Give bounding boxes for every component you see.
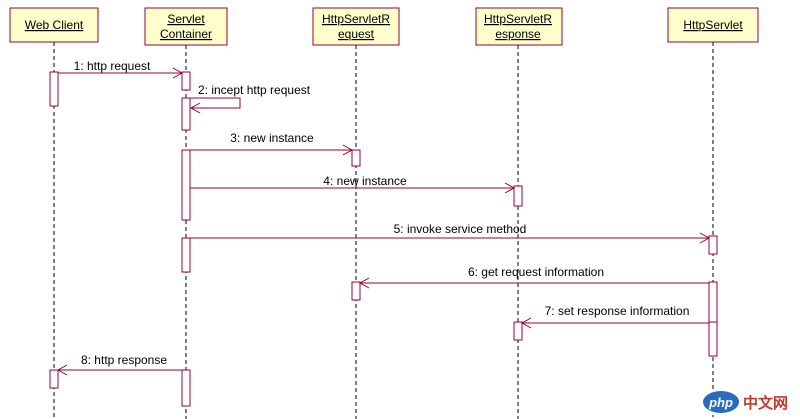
message-arrowhead-6 xyxy=(358,277,370,289)
activation-bar-http-servlet xyxy=(708,321,718,357)
message-label-8: 8: http response xyxy=(81,353,167,367)
participant-label-http-servlet-response: HttpServletR xyxy=(484,12,552,26)
activations xyxy=(49,71,718,407)
message-3: 3: new instance xyxy=(190,131,354,156)
participant-box-http-servlet xyxy=(667,7,759,43)
message-7: 7: set response information xyxy=(520,304,709,329)
activation-bar-http-servlet-response xyxy=(513,321,523,341)
activation-bar-servlet-container xyxy=(181,149,191,221)
activation-bar-http-servlet-request xyxy=(351,281,361,301)
message-arrowhead-5 xyxy=(699,232,711,244)
activation-bar-http-servlet xyxy=(708,235,718,255)
watermark: php 中文网 xyxy=(698,389,792,415)
participant-label-http-servlet-request: equest xyxy=(338,27,375,41)
message-label-2: 2: incept http request xyxy=(198,83,311,97)
message-label-7: 7: set response information xyxy=(545,304,690,318)
message-label-5: 5: invoke service method xyxy=(394,222,527,236)
participant-label-http-servlet-request: HttpServletR xyxy=(322,12,390,26)
message-8: 8: http response xyxy=(56,353,182,376)
activation-bar-servlet-container xyxy=(181,97,191,131)
activation-bar-http-servlet-response xyxy=(513,185,523,207)
message-5: 5: invoke service method xyxy=(190,222,711,244)
message-4: 4: new instance xyxy=(190,174,516,194)
participant-box-http-servlet-response xyxy=(475,7,563,46)
activation-bar-http-servlet xyxy=(708,281,718,323)
participant-label-servlet-container: Container xyxy=(160,27,212,41)
message-arrowhead-2 xyxy=(189,102,201,114)
activation-bar-servlet-container xyxy=(181,71,191,91)
message-label-3: 3: new instance xyxy=(230,131,314,145)
activation-bar-servlet-container xyxy=(181,237,191,273)
participant-label-web-client: Web Client xyxy=(25,18,84,32)
participant-box-web-client xyxy=(9,7,99,43)
participant-label-http-servlet-response: esponse xyxy=(495,27,541,41)
message-label-1: 1: http request xyxy=(74,59,151,73)
message-arrowhead-8 xyxy=(56,364,68,376)
message-label-4: 4: new instance xyxy=(323,174,407,188)
activation-bar-servlet-container xyxy=(181,369,191,407)
activation-bar-web-client xyxy=(49,71,59,107)
watermark-site-text: 中文网 xyxy=(742,393,788,412)
message-arrowhead-7 xyxy=(520,317,532,329)
message-arrowhead-4 xyxy=(504,182,516,194)
message-arrowhead-1 xyxy=(172,67,184,79)
participant-label-http-servlet: HttpServlet xyxy=(683,18,743,32)
participant-label-servlet-container: Servlet xyxy=(167,12,205,26)
activation-bar-http-servlet-request xyxy=(351,149,361,167)
participant-box-servlet-container xyxy=(144,7,228,46)
message-1: 1: http request xyxy=(58,59,184,79)
message-line-2 xyxy=(190,97,241,109)
php-logo-icon: php xyxy=(702,391,739,413)
messages: 1: http request 2: incept http request 3: … xyxy=(56,59,711,376)
activation-bar-web-client xyxy=(49,369,59,389)
message-label-6: 6: get request information xyxy=(468,265,604,279)
lifelines xyxy=(53,42,714,419)
message-arrowhead-3 xyxy=(342,144,354,156)
message-6: 6: get request information xyxy=(358,265,709,289)
participant-box-http-servlet-request xyxy=(312,7,400,46)
message-2: 2: incept http request xyxy=(189,83,311,114)
